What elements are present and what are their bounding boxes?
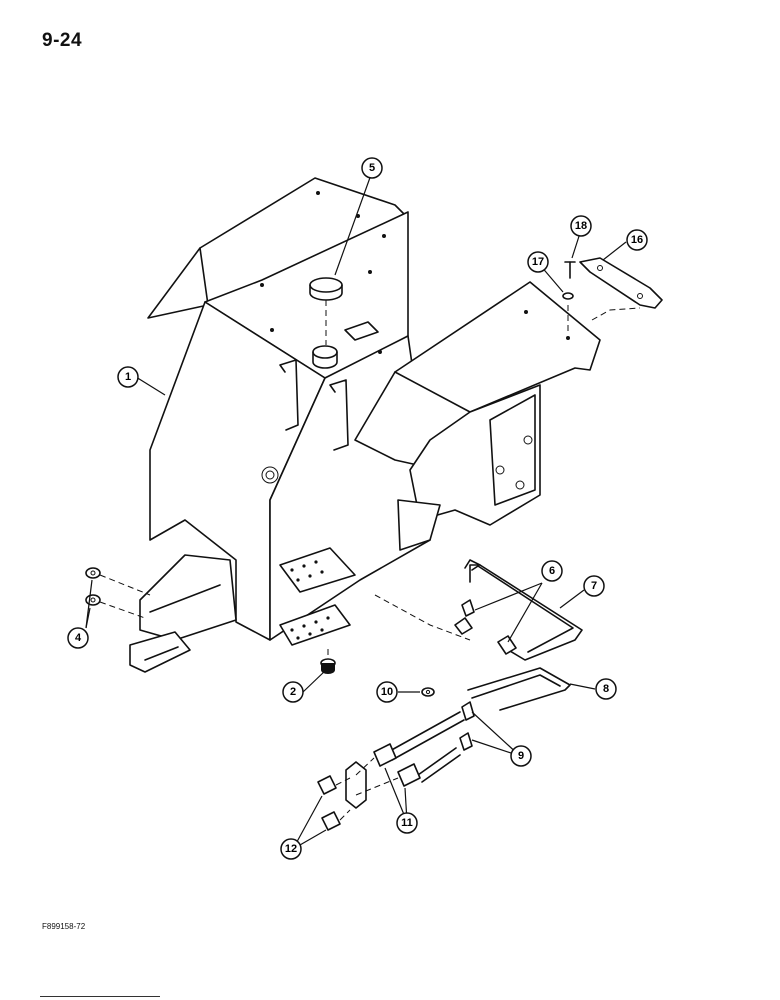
fittings-assembly <box>317 687 475 831</box>
callout-2-label: 2 <box>290 686 296 698</box>
callout-8-label: 8 <box>603 683 609 695</box>
callout-17-label: 17 <box>532 256 544 268</box>
plug-2 <box>320 648 336 674</box>
bottom-divider <box>40 996 160 997</box>
callout-5-label: 5 <box>369 162 375 174</box>
figure-code: F899158-72 <box>42 922 86 931</box>
callout-18: 18 <box>570 215 592 237</box>
callout-2: 2 <box>282 681 304 703</box>
callout-7: 7 <box>583 575 605 597</box>
callout-9-label: 9 <box>518 750 524 762</box>
page-number: 9-24 <box>42 30 83 51</box>
callout-1-label: 1 <box>125 371 131 383</box>
callout-8: 8 <box>595 678 617 700</box>
right-fender <box>354 281 601 551</box>
filler-cap <box>309 277 343 345</box>
callout-6: 6 <box>541 560 563 582</box>
callout-11-label: 11 <box>401 817 413 829</box>
callout-10-label: 10 <box>381 686 393 698</box>
callout-5: 5 <box>361 157 383 179</box>
hitch-assembly <box>129 554 237 673</box>
callout-11: 11 <box>396 812 418 834</box>
callout-9: 9 <box>510 745 532 767</box>
bracket-16 <box>562 257 663 332</box>
callout-4: 4 <box>67 627 89 649</box>
callout-16: 16 <box>626 229 648 251</box>
callout-7-label: 7 <box>591 580 597 592</box>
front-steps <box>279 547 356 646</box>
callout-10: 10 <box>376 681 398 703</box>
callout-12-label: 12 <box>285 843 297 855</box>
callout-6-label: 6 <box>549 565 555 577</box>
callout-16-label: 16 <box>631 234 643 246</box>
callout-1: 1 <box>117 366 139 388</box>
callout-4-label: 4 <box>75 632 82 644</box>
callout-18-label: 18 <box>575 220 587 232</box>
callout-17: 17 <box>527 251 549 273</box>
callout-12: 12 <box>280 838 302 860</box>
hydraulic-lines <box>374 559 583 711</box>
